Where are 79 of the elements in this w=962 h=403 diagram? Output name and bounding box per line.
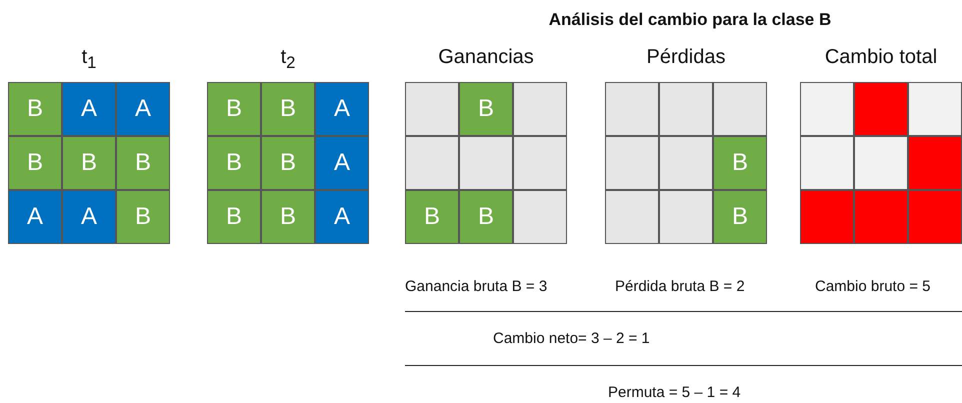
class-cell (459, 82, 513, 136)
class-letter: B (80, 149, 97, 177)
title: Análisis del cambio para la clase B (548, 10, 832, 30)
class-letter: B (226, 95, 242, 123)
class-letter: A (334, 203, 350, 231)
raster-cell (605, 82, 659, 136)
class-cell (405, 190, 459, 244)
class-letter: B (26, 95, 43, 123)
class-cell (116, 136, 170, 190)
class-letter: B (280, 149, 296, 177)
grid-heading: t$_{1}$ (80, 46, 98, 73)
raster-cell (908, 136, 962, 190)
class-cell (8, 82, 62, 136)
class-cell (116, 82, 170, 136)
class-letter: B (732, 203, 748, 231)
grid-heading: Cambio total (824, 46, 938, 69)
raster-cell (659, 190, 713, 244)
grid-heading: t$_{2}$ (280, 46, 296, 73)
raster-cell (800, 190, 854, 244)
raster-cell (908, 190, 962, 244)
formula-text: Ganancia bruta B = 3 (405, 278, 548, 295)
class-letter: A (26, 203, 43, 231)
raster-cell (800, 82, 854, 136)
formula-text: Pérdida bruta B = 2 (615, 278, 745, 295)
class-letter: B (226, 149, 242, 177)
formula-text: Cambio neto= 3 – 2 = 1 (493, 330, 650, 347)
class-letter: B (478, 95, 494, 123)
class-cell (62, 136, 116, 190)
class-letter: B (134, 149, 151, 177)
class-cell (261, 136, 315, 190)
class-cell (116, 190, 170, 244)
class-cell (315, 82, 369, 136)
raster-cell (513, 136, 567, 190)
grid-heading: Pérdidas (646, 46, 726, 69)
raster-cell (659, 136, 713, 190)
class-cell (261, 82, 315, 136)
formula-text: Permuta = 5 – 1 = 4 (608, 384, 741, 401)
class-cell (8, 190, 62, 244)
class-cell (62, 190, 116, 244)
class-cell (62, 82, 116, 136)
raster-cell (605, 190, 659, 244)
raster-cell (800, 136, 854, 190)
class-letter: B (134, 203, 151, 231)
class-cell (207, 190, 261, 244)
class-letter: B (478, 203, 494, 231)
class-cell (315, 190, 369, 244)
raster-cell (854, 190, 908, 244)
class-letter: A (80, 95, 97, 123)
raster-cell (605, 136, 659, 190)
class-letter: B (26, 149, 43, 177)
class-cell (261, 190, 315, 244)
class-letter: B (424, 203, 440, 231)
class-cell (315, 136, 369, 190)
class-letter: A (334, 95, 350, 123)
raster-cell (713, 82, 767, 136)
raster-cell (405, 82, 459, 136)
class-cell (207, 136, 261, 190)
grid-heading: Ganancias (437, 46, 535, 69)
raster-cell (405, 136, 459, 190)
class-cell (713, 136, 767, 190)
class-letter: A (80, 203, 97, 231)
class-cell (713, 190, 767, 244)
class-letter: B (732, 149, 748, 177)
class-cell (459, 190, 513, 244)
class-letter: B (280, 95, 296, 123)
class-letter: B (280, 203, 296, 231)
raster-cell (854, 136, 908, 190)
class-cell (207, 82, 261, 136)
formula-text: Cambio bruto = 5 (815, 278, 930, 295)
class-letter: B (226, 203, 242, 231)
class-letter: A (334, 149, 350, 177)
raster-cell (459, 136, 513, 190)
raster-cell (854, 82, 908, 136)
class-cell (8, 136, 62, 190)
raster-cell (513, 190, 567, 244)
raster-cell (908, 82, 962, 136)
raster-cell (659, 82, 713, 136)
class-letter: A (134, 95, 151, 123)
raster-cell (513, 82, 567, 136)
